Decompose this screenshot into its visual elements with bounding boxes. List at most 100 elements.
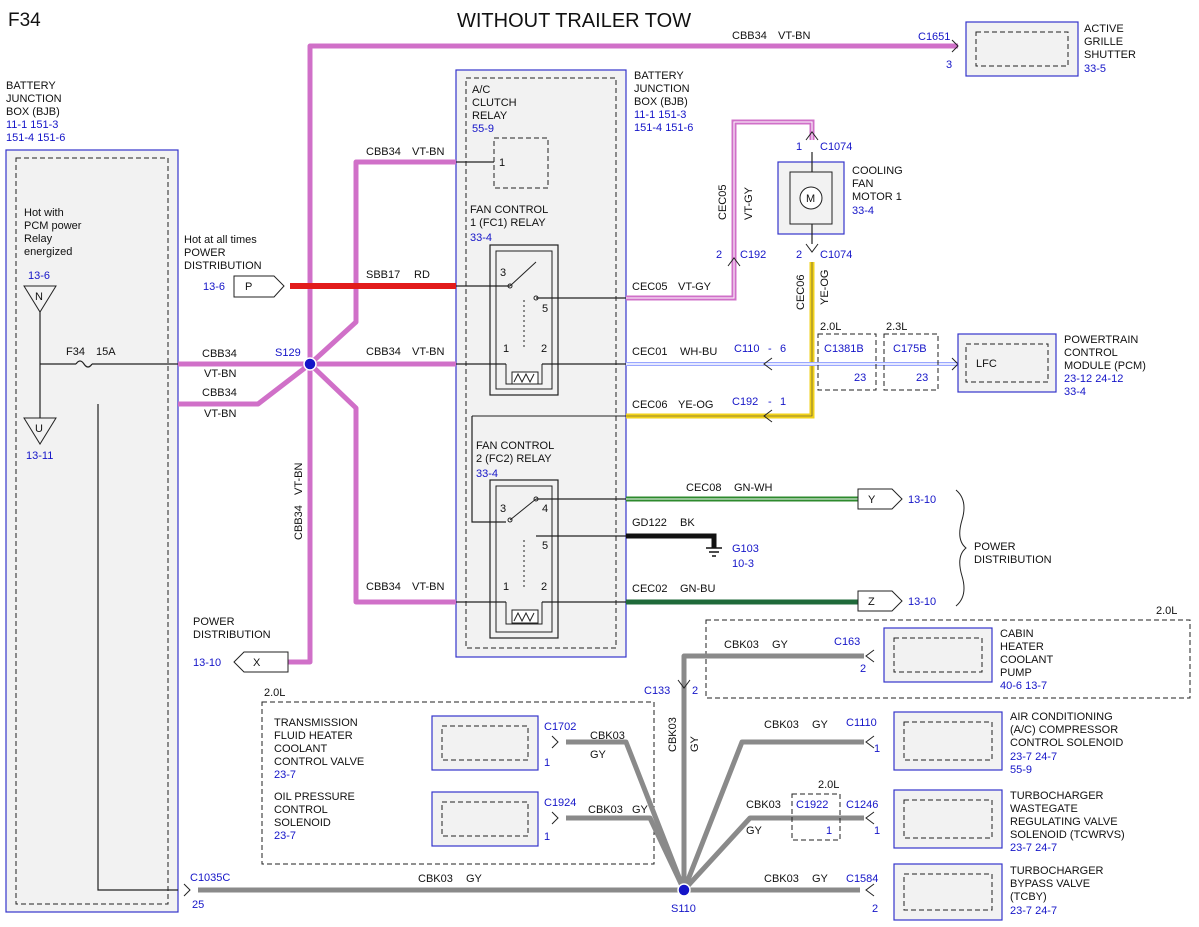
active-grille-shutter[interactable] [965,21,1079,77]
connector-y[interactable] [857,488,903,510]
c1074-top-label: C1074 [820,141,852,153]
wire-gd122[interactable] [626,533,717,548]
cooling-fan-label: COOLING FAN MOTOR 1 33-4 [852,165,903,217]
svg-text:CBK03: CBK03 [588,804,623,816]
ac-compressor-solenoid[interactable] [893,711,1003,771]
wire-cbb34[interactable] [308,362,456,605]
hot-with-label: Hot with PCM power Relay energized [24,207,82,258]
splice-s110[interactable] [677,883,691,897]
svg-text:FAN: FAN [852,178,873,190]
wire-cbb34[interactable] [288,364,313,665]
wire-cbb34[interactable] [308,159,456,366]
sbb17-label: SBB17 [366,269,400,281]
wire-cbk03[interactable] [682,815,864,892]
pcm-module[interactable] [957,333,1057,393]
svg-text:POWER: POWER [974,541,1016,553]
turbo-wastegate-solenoid[interactable] [893,789,1003,849]
svg-text:1: 1 [544,831,550,843]
svg-text:1: 1 [874,743,880,755]
svg-text:(TCBY): (TCBY) [1010,891,1047,903]
svg-text:BYPASS VALVE: BYPASS VALVE [1010,878,1090,890]
svg-text:GY: GY [772,639,789,651]
bjb-center-labels: BATTERY JUNCTION BOX (BJB) 11-1 151-3 15… [634,70,693,134]
svg-text:BK: BK [680,517,695,529]
svg-text:RELAY: RELAY [472,110,508,122]
svg-text:POWER: POWER [193,616,235,628]
svg-text:CBK03: CBK03 [764,873,799,885]
svg-text:Relay: Relay [24,233,53,245]
svg-text:2: 2 [860,663,866,675]
ac-clutch-relay-label: A/C CLUTCH RELAY 55-9 [472,84,517,135]
svg-text:5: 5 [542,540,548,552]
ground-icon [706,547,722,557]
svg-text:CEC02: CEC02 [632,583,667,595]
svg-text:2: 2 [872,903,878,915]
bjb-center-inner [465,77,617,649]
c1922-connector[interactable] [791,793,841,841]
svg-text:1: 1 [503,343,509,355]
svg-text:2.0L: 2.0L [264,687,285,699]
node-u-label: U [35,423,43,435]
svg-text:55-9: 55-9 [472,123,494,135]
svg-text:BOX (BJB): BOX (BJB) [6,106,60,118]
svg-text:CONTROL: CONTROL [274,804,328,816]
region-20l-trans [261,701,655,865]
svg-text:5: 5 [542,303,548,315]
c1702-label: C1702 [544,721,576,733]
c1246-label: C1246 [846,799,878,811]
wire-cbk03[interactable] [681,653,864,890]
bjb-left-box[interactable] [5,149,179,913]
node-u-symbol [23,417,57,445]
vtbn-wire-group [178,43,958,665]
svg-text:GY: GY [632,804,649,816]
svg-text:11-1 151-3: 11-1 151-3 [634,109,686,121]
connector-p[interactable] [233,275,285,298]
trans-fluid-heater-valve[interactable] [431,715,539,771]
c1381b-connector[interactable] [817,333,877,391]
svg-text:FLUID HEATER: FLUID HEATER [274,730,353,742]
svg-text:VT-BN: VT-BN [778,30,810,42]
splice-s110-label: S110 [671,903,696,915]
wire-cbk03[interactable] [566,815,687,892]
c1110-label: C1110 [846,717,877,729]
svg-text:P: P [245,281,252,293]
cabin-heater-pump[interactable] [883,627,993,683]
hot-all-label: Hot at all times POWER DISTRIBUTION [184,234,262,272]
c175b-connector[interactable] [883,333,939,391]
oil-pressure-solenoid[interactable] [431,791,539,847]
svg-text:COOLING: COOLING [852,165,903,177]
splice-s129[interactable] [303,357,317,371]
svg-text:CBB34: CBB34 [366,146,401,158]
connector-x[interactable] [233,651,289,673]
connector-z[interactable] [857,590,903,612]
svg-text:3: 3 [946,59,952,71]
fc1-relay-label: FAN CONTROL 1 (FC1) RELAY 33-4 [470,204,548,244]
svg-text:23-7 24-7: 23-7 24-7 [1010,751,1057,763]
svg-text:1: 1 [826,825,832,837]
turbo-bypass-label: TURBOCHARGER BYPASS VALVE (TCBY) 23-7 24… [1010,865,1104,917]
turbo-bypass-valve[interactable] [893,863,1003,921]
svg-text:DISTRIBUTION: DISTRIBUTION [974,554,1052,566]
wire-cbk03[interactable] [681,739,864,891]
tfh-label: TRANSMISSION FLUID HEATER COOLANT CONTRO… [274,717,364,781]
svg-text:1: 1 [544,757,550,769]
fc2-relay[interactable]: 3 4 5 1 2 [489,479,559,639]
wire-cbb34[interactable] [178,362,312,407]
svg-text:GRILLE: GRILLE [1084,36,1123,48]
svg-text:CONTROL VALVE: CONTROL VALVE [274,756,364,768]
svg-text:GY: GY [812,719,829,731]
wire-cbk03[interactable] [566,739,687,891]
ref-13-11: 13-11 [26,450,53,462]
svg-text:2: 2 [541,343,547,355]
ac-clutch-relay[interactable] [493,137,549,189]
svg-text:CEC01: CEC01 [632,346,667,358]
svg-text:2: 2 [796,249,802,261]
svg-text:BATTERY: BATTERY [634,70,684,82]
svg-text:33-4: 33-4 [1064,386,1086,398]
svg-text:SOLENOID: SOLENOID [274,817,331,829]
svg-text:VT-BN: VT-BN [412,581,444,593]
svg-text:-: - [768,396,772,408]
motor-icon [799,186,823,210]
fc1-relay[interactable]: 3 5 1 2 [489,244,559,396]
wire-cbb34[interactable] [307,43,958,364]
